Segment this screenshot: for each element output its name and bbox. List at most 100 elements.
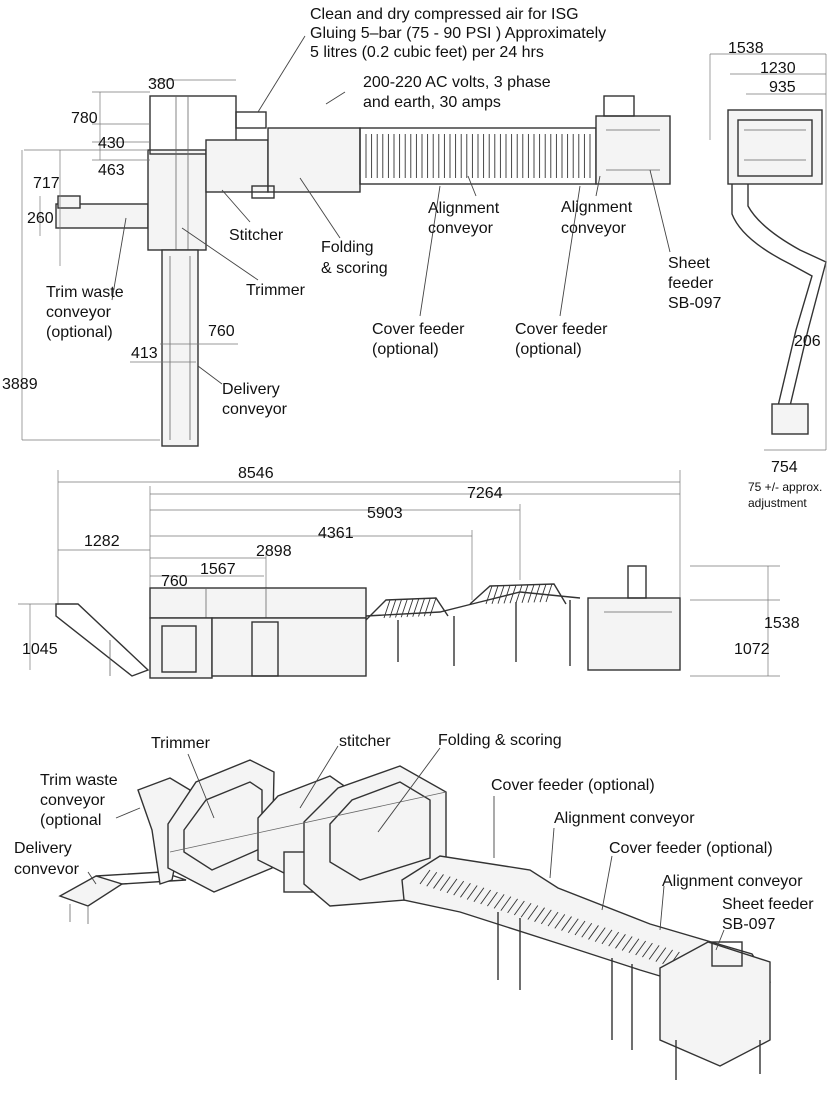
dim-7264: 7264	[467, 485, 503, 502]
label-alignment-2-line-2: conveyor	[561, 220, 627, 237]
belt-line	[521, 584, 529, 603]
belt-line	[545, 583, 553, 603]
front-conveyor-line	[365, 591, 581, 617]
dim-413: 413	[131, 345, 158, 362]
belt-line	[662, 949, 673, 965]
power-note-line-1: 200-220 AC volts, 3 phase	[363, 74, 551, 91]
belt-line	[491, 585, 499, 604]
power-note-line-2: and earth, 30 amps	[363, 94, 501, 111]
iso-label-trim-waste-line-2: conveyor	[40, 792, 106, 809]
belt-line	[460, 883, 471, 898]
side-view: 1538 1230 935 206 754 75 +/- approx. adj…	[709, 40, 827, 510]
iso-label-delivery-conveyor: Delivery convevor	[14, 840, 80, 878]
label-cover-feeder-1-line-1: Cover feeder	[372, 321, 465, 338]
belt-line	[426, 871, 438, 887]
front-top-covers-shape	[149, 587, 367, 619]
dim-717: 717	[33, 175, 60, 192]
dim-5903: 5903	[367, 505, 403, 522]
dim-463: 463	[98, 162, 125, 179]
adjustment-note: 75 +/- approx. adjustment	[748, 480, 826, 510]
belt-line	[588, 925, 599, 940]
iso-label-alignment-conveyor-1: Alignment conveyor	[554, 810, 695, 827]
dim-935: 935	[769, 79, 796, 96]
air-note-line-1: Clean and dry compressed air for ISG	[310, 6, 579, 23]
belt-line	[446, 878, 458, 894]
label-delivery-line-2: conveyor	[222, 401, 288, 418]
dim-8546: 8546	[238, 465, 274, 482]
iso-label-cover-feeder-2: Cover feeder (optional)	[609, 840, 773, 857]
adjustment-note-line-2: adjustment	[748, 496, 807, 510]
belt-line	[433, 874, 444, 889]
delivery-conveyor-shape	[161, 249, 199, 447]
belt-line	[513, 900, 525, 916]
belt-line	[635, 940, 647, 956]
belt-line	[554, 914, 566, 929]
belt-line	[601, 929, 613, 945]
belt-line	[480, 889, 492, 905]
label-sheet-feeder-line-1: Sheet	[668, 255, 710, 272]
belt-line	[520, 902, 532, 918]
label-trimmer: Trimmer	[246, 282, 306, 299]
label-cover-feeder-1-line-2: (optional)	[372, 341, 439, 358]
label-folding-line-1: Folding	[321, 239, 373, 256]
label-trim-waste-line-3: (optional)	[46, 324, 113, 341]
iso-label-alignment-conveyor-2: Alignment conveyor	[662, 873, 803, 890]
belt-line	[453, 880, 465, 896]
belt-line	[621, 936, 633, 951]
iso-label-trim-waste-conveyor: Trim waste conveyor (optional	[40, 772, 122, 829]
front-stitcher-folding-base-shape	[211, 617, 367, 677]
dim-1567: 1567	[200, 561, 236, 578]
front-view: 8546 7264 5903 4361 1282 2898 1567 760 1…	[18, 465, 800, 679]
iso-label-trim-waste-line-1: Trim waste	[40, 772, 118, 789]
dim-1045: 1045	[22, 641, 58, 658]
belt-line	[648, 945, 660, 960]
iso-label-trimmer: Trimmer	[151, 735, 211, 752]
belt-line	[628, 938, 640, 954]
dim-380: 380	[148, 76, 175, 93]
label-alignment-1-line-2: conveyor	[428, 220, 494, 237]
label-alignment-conveyor-1: Alignment conveyor	[428, 200, 504, 237]
iso-label-stitcher: stitcher	[339, 733, 391, 750]
dim-1282: 1282	[84, 533, 120, 550]
side-delivery-base-shape	[771, 403, 809, 435]
sheet-feeder-shape	[595, 115, 671, 185]
front-waste-conveyor-shape	[55, 603, 150, 677]
iso-label-delivery-line-1: Delivery	[14, 840, 72, 857]
belt-line	[419, 869, 431, 885]
label-sheet-feeder-line-2: feeder	[668, 275, 714, 292]
label-sheet-feeder-line-3: SB-097	[668, 295, 721, 312]
belt-line	[423, 598, 431, 617]
dim-4361: 4361	[318, 525, 354, 542]
label-sheet-feeder: Sheet feeder SB-097	[668, 255, 721, 312]
belt-line	[574, 920, 586, 936]
belt-line	[429, 597, 437, 617]
belt-line	[527, 905, 539, 920]
adjustment-note-line-1: 75 +/- approx.	[748, 480, 822, 494]
side-feeder-shape	[727, 109, 823, 185]
dim-780: 780	[71, 110, 98, 127]
belt-line	[547, 911, 559, 927]
air-requirement-note: Clean and dry compressed air for ISG Glu…	[310, 6, 611, 61]
label-stitcher: Stitcher	[229, 227, 284, 244]
label-alignment-conveyor-2: Alignment conveyor	[561, 199, 637, 237]
air-note-line-2: Gluing 5–bar (75 - 90 PSI ) Approximatel…	[310, 25, 606, 42]
belt-line	[608, 931, 620, 947]
front-trimmer-base-shape	[149, 617, 213, 679]
side-conveyor-path	[731, 184, 813, 407]
iso-label-sheet-feeder-line-1: Sheet feeder	[722, 896, 814, 913]
iso-label-sheet-feeder: Sheet feeder SB-097	[722, 896, 818, 933]
dim-1538-front: 1538	[764, 615, 800, 632]
control-panel-shape	[251, 185, 275, 199]
label-trim-waste-conveyor: Trim waste conveyor (optional)	[46, 284, 128, 341]
label-trim-waste-line-1: Trim waste	[46, 284, 124, 301]
belt-line	[485, 585, 493, 605]
label-cover-feeder-1: Cover feeder (optional)	[372, 321, 469, 358]
stitcher-shape	[205, 139, 269, 193]
label-cover-feeder-2-line-2: (optional)	[515, 341, 582, 358]
label-folding-scoring: Folding & scoring	[321, 239, 388, 277]
belt-line	[540, 909, 552, 925]
belt-line	[615, 934, 626, 949]
iso-label-folding-scoring: Folding & scoring	[438, 732, 562, 749]
belt-line	[567, 918, 579, 934]
